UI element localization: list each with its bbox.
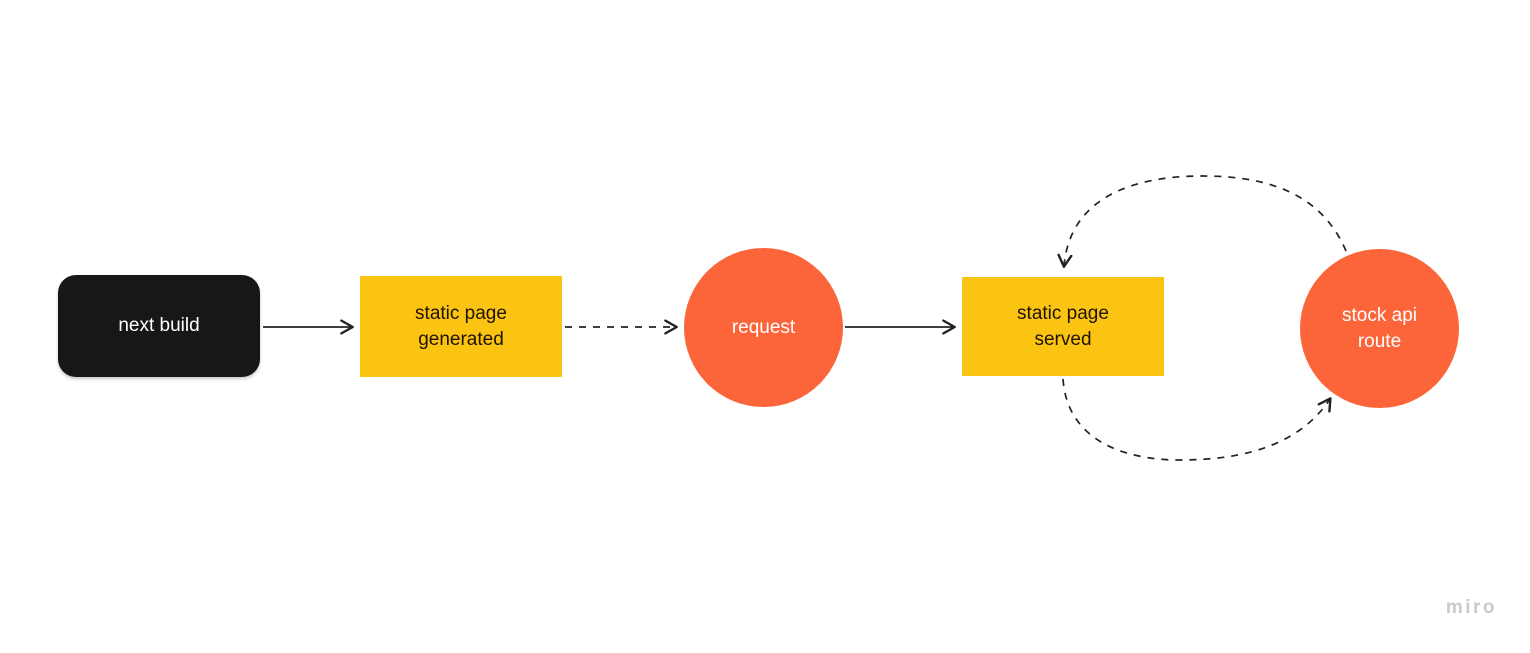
arrow-static-page-served-to-stock-api-route[interactable] (1062, 378, 1332, 461)
arrow-stock-api-route-to-static-page-served[interactable] (1057, 175, 1347, 268)
node-static-page-generated-label: static page generated (415, 302, 507, 350)
node-static-page-served[interactable]: static page served (962, 277, 1164, 376)
node-static-page-generated[interactable]: static page generated (360, 276, 562, 377)
node-stock-api-route[interactable]: stock api route (1300, 249, 1459, 408)
node-request[interactable]: request (684, 248, 843, 407)
node-static-page-served-label: static page served (1017, 302, 1109, 350)
miro-watermark: miro (1445, 597, 1497, 618)
node-next-build[interactable]: next build (58, 275, 260, 377)
node-request-label: request (731, 316, 796, 338)
node-next-build-label: next build (118, 315, 200, 336)
node-stock-api-route-label: stock api route (1342, 304, 1417, 352)
